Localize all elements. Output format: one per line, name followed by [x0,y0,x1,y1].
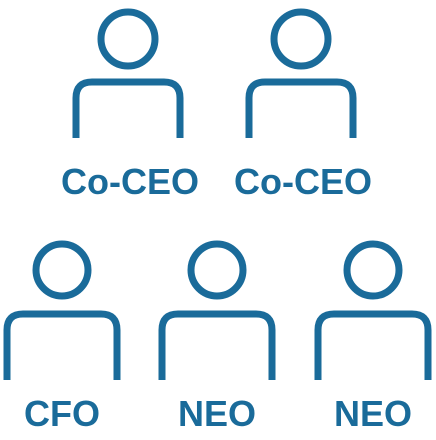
person-icon [314,240,432,380]
role-label: NEO [177,393,256,434]
person-icon [158,240,276,380]
person-neo-2: NEO [314,240,434,435]
person-co-ceo-2: Co-CEO [234,6,373,200]
person-icon [245,8,357,138]
person-co-ceo-1: Co-CEO [61,6,200,200]
role-label: CFO [24,393,100,434]
role-label: Co-CEO [61,161,199,202]
person-icon [3,240,121,380]
person-icon [72,8,184,138]
role-label: NEO [333,393,412,434]
role-label: Co-CEO [234,161,372,202]
person-neo-1: NEO [158,240,278,435]
person-cfo: CFO [3,240,123,435]
